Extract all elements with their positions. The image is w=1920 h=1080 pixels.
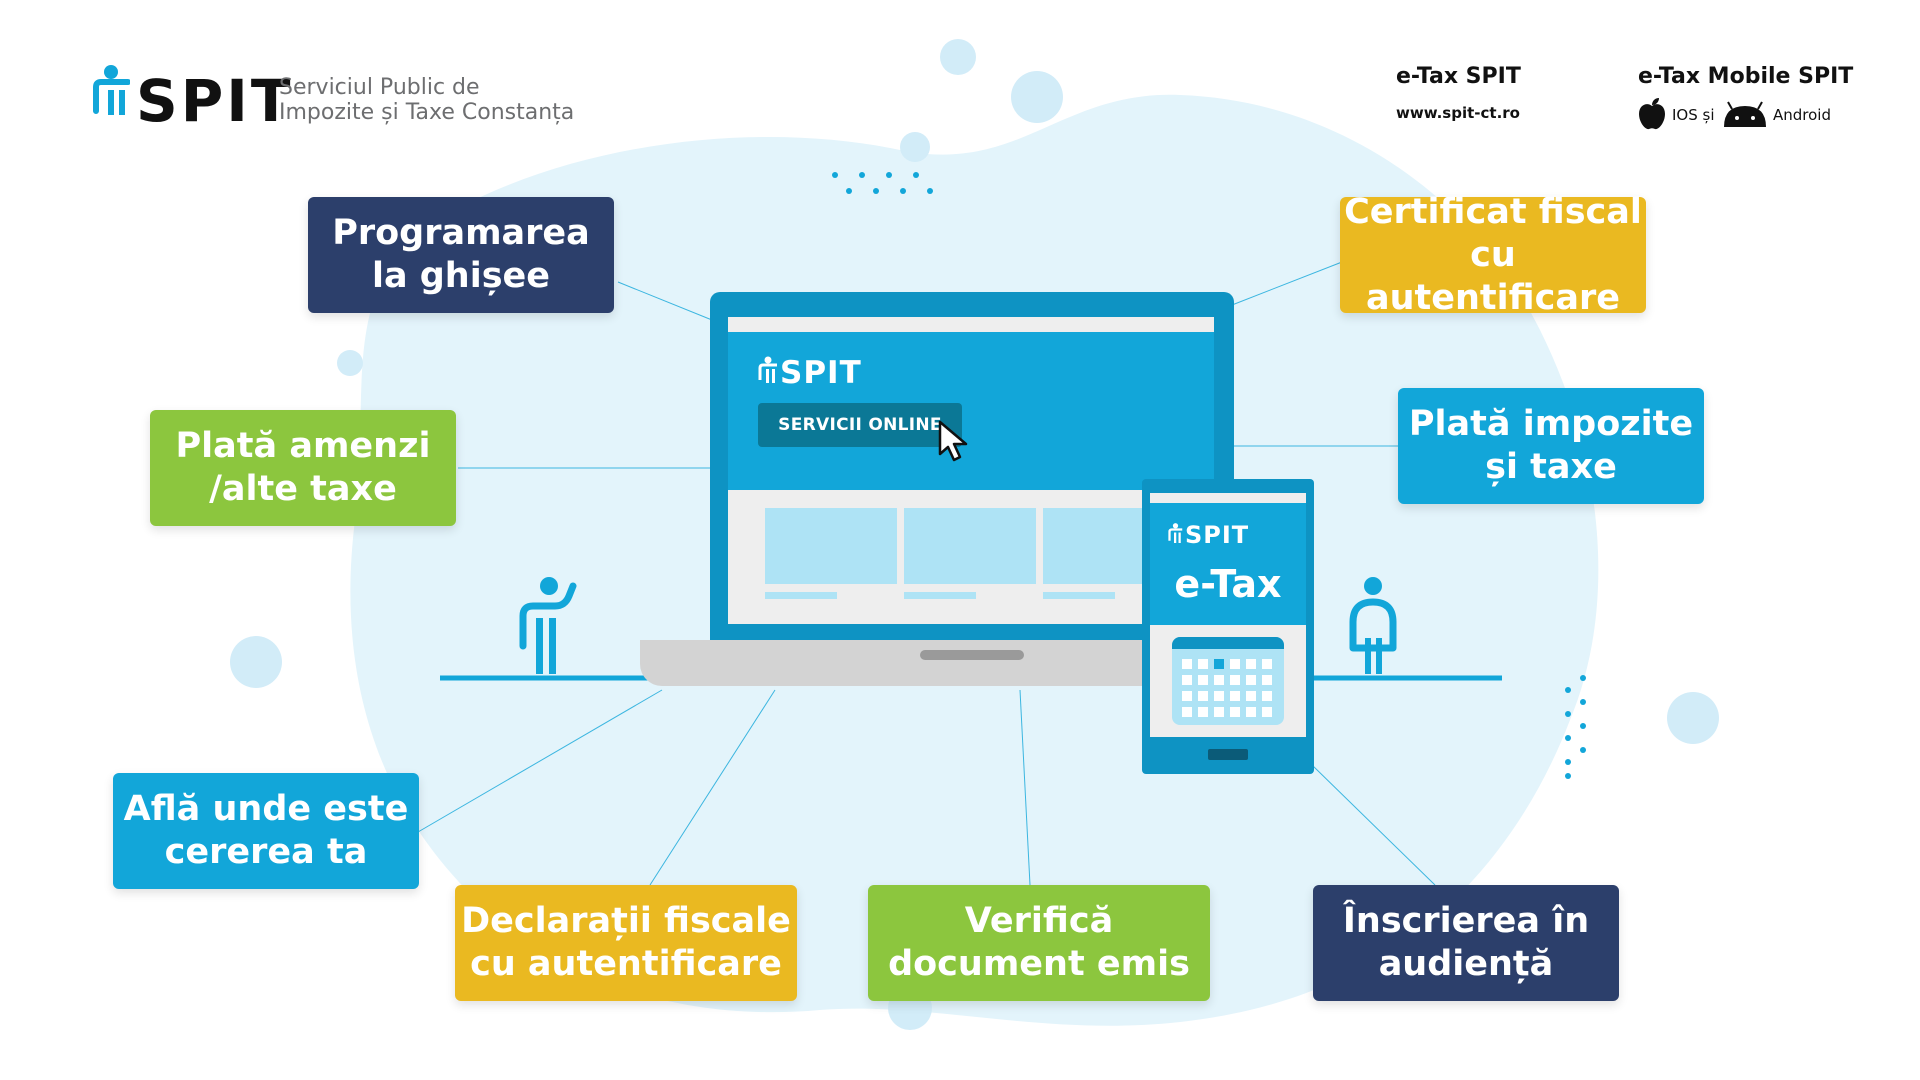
service-label: Declarații fiscale cu autentificare bbox=[461, 901, 791, 984]
logo-subtitle-line1: Serviciul Public de bbox=[279, 75, 480, 100]
logo-wordmark: SPIT bbox=[136, 67, 294, 135]
logo-subtitle-line2: Impozite și Taxe Constanța bbox=[279, 100, 575, 125]
service-label: Înscrierea în audiență bbox=[1342, 901, 1590, 984]
service-label: Programarea la ghișee bbox=[332, 213, 590, 296]
calendar-day bbox=[1214, 707, 1224, 717]
service-label: Află unde este cererea ta bbox=[123, 789, 409, 872]
calendar-day bbox=[1246, 691, 1256, 701]
servicii-online-button[interactable]: SERVICII ONLINE bbox=[758, 403, 962, 447]
service-label: Verifică document emis bbox=[888, 901, 1190, 984]
laptop-notch bbox=[920, 650, 1024, 660]
calendar-day bbox=[1262, 707, 1272, 717]
etax-url[interactable]: www.spit-ct.ro bbox=[1396, 104, 1520, 122]
calendar-header bbox=[1172, 637, 1284, 649]
calendar-day bbox=[1198, 691, 1208, 701]
apple-icon[interactable] bbox=[1637, 97, 1667, 130]
calendar-day bbox=[1214, 691, 1224, 701]
phone-screen-logo: SPIT bbox=[1185, 521, 1250, 549]
calendar-day bbox=[1198, 675, 1208, 685]
calendar-day bbox=[1182, 691, 1192, 701]
calendar-day bbox=[1262, 675, 1272, 685]
laptop-screen-logo: SPIT bbox=[780, 355, 862, 391]
person-waving-icon bbox=[519, 577, 577, 674]
screen-card-caption bbox=[1043, 592, 1115, 599]
dot-pattern-right bbox=[1565, 675, 1586, 779]
mobile-title: e-Tax Mobile SPIT bbox=[1638, 64, 1854, 89]
calendar-day bbox=[1182, 659, 1192, 669]
calendar-day bbox=[1214, 659, 1224, 669]
service-programarea-ghisee[interactable]: Programarea la ghișee bbox=[308, 197, 614, 313]
android-icon[interactable] bbox=[1722, 101, 1768, 127]
person-standing-icon bbox=[1349, 577, 1397, 674]
calendar-day bbox=[1230, 691, 1240, 701]
phone-home-button bbox=[1208, 749, 1248, 760]
screen-card bbox=[904, 508, 1036, 584]
calendar-day bbox=[1230, 675, 1240, 685]
etax-title: e-Tax SPIT bbox=[1396, 64, 1521, 89]
connector-lines bbox=[417, 261, 1436, 886]
calendar-day bbox=[1214, 675, 1224, 685]
screen-card bbox=[765, 508, 897, 584]
calendar-day bbox=[1246, 659, 1256, 669]
dot-pattern-top bbox=[832, 172, 933, 194]
calendar-day bbox=[1182, 675, 1192, 685]
service-afla-cererea[interactable]: Află unde este cererea ta bbox=[113, 773, 419, 889]
service-plata-impozite[interactable]: Plată impozite și taxe bbox=[1398, 388, 1704, 504]
phone-screen-header bbox=[1150, 493, 1306, 625]
screen-card-caption bbox=[904, 592, 976, 599]
calendar-day bbox=[1230, 659, 1240, 669]
android-label: Android bbox=[1773, 106, 1831, 124]
calendar-day bbox=[1262, 659, 1272, 669]
service-verifica-document[interactable]: Verifică document emis bbox=[868, 885, 1210, 1001]
calendar-day bbox=[1198, 707, 1208, 717]
calendar-day bbox=[1262, 691, 1272, 701]
screen-card-caption bbox=[765, 592, 837, 599]
spit-logo-icon bbox=[93, 65, 130, 115]
calendar-day bbox=[1230, 707, 1240, 717]
calendar-day bbox=[1246, 707, 1256, 717]
calendar-day bbox=[1182, 707, 1192, 717]
screen-logo-icon bbox=[758, 356, 777, 383]
logo-subtitle: Serviciul Public de Impozite și Taxe Con… bbox=[279, 75, 574, 125]
calendar-day bbox=[1246, 675, 1256, 685]
phone-app-name: e-Tax bbox=[1174, 562, 1282, 606]
phone-logo-icon bbox=[1168, 523, 1183, 543]
service-inscrierea-audienta[interactable]: Înscrierea în audiență bbox=[1313, 885, 1619, 1001]
service-plata-amenzi[interactable]: Plată amenzi /alte taxe bbox=[150, 410, 456, 526]
calendar-day bbox=[1198, 659, 1208, 669]
service-certificat-fiscal[interactable]: Certificat fiscal cu autentificare bbox=[1340, 192, 1646, 318]
service-label: Plată amenzi /alte taxe bbox=[175, 426, 431, 509]
calendar-icon bbox=[1172, 637, 1284, 725]
ios-label: IOS și bbox=[1672, 106, 1715, 124]
mouse-cursor-icon bbox=[938, 420, 968, 462]
service-label: Certificat fiscal cu autentificare bbox=[1344, 191, 1642, 318]
service-label: Plată impozite și taxe bbox=[1408, 404, 1694, 487]
service-declaratii-fiscale[interactable]: Declarații fiscale cu autentificare bbox=[455, 885, 797, 1001]
